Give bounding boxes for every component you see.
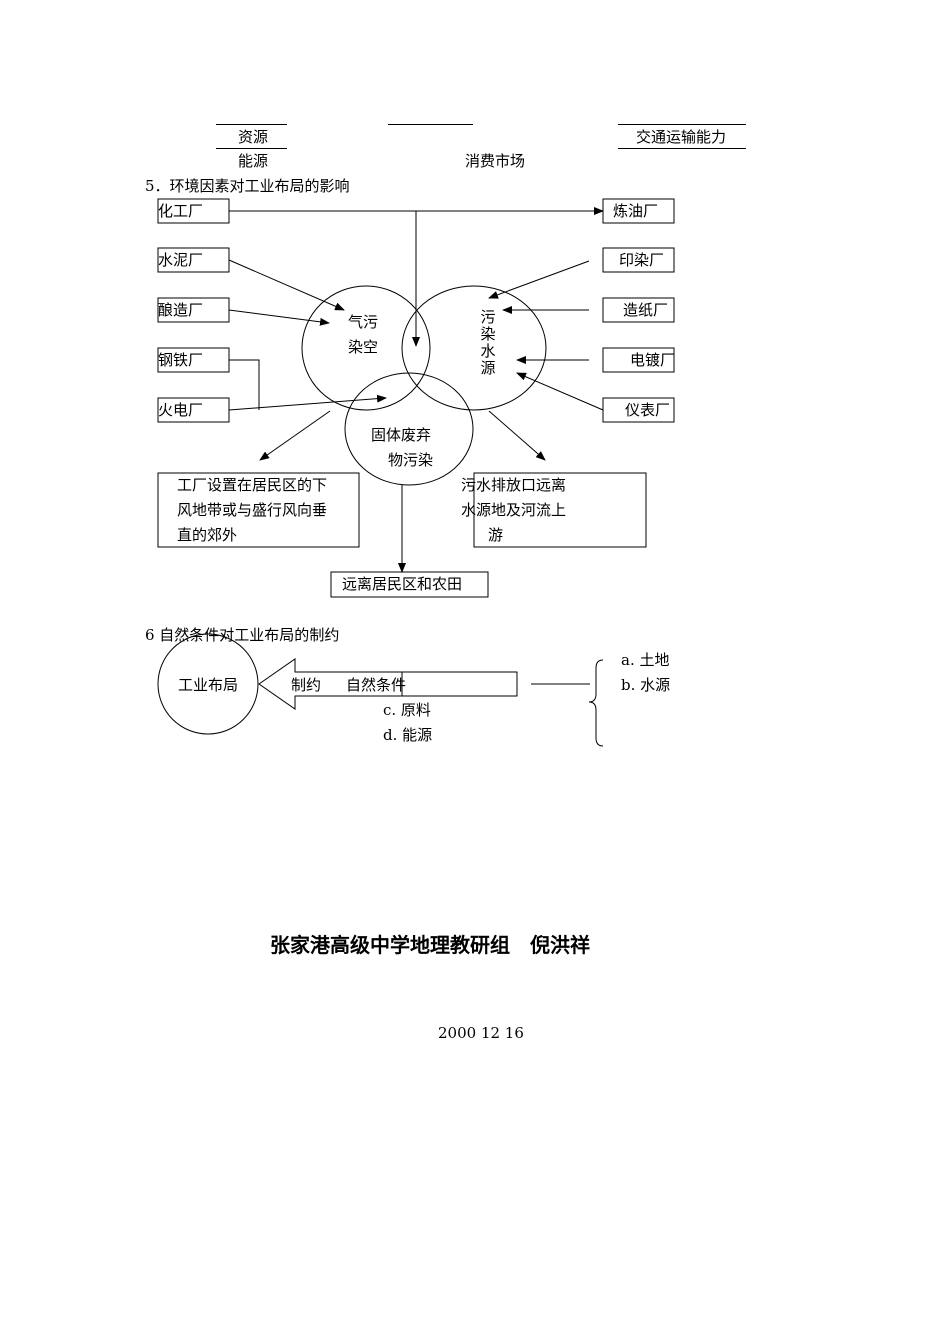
item-raw-material: c. 原料 xyxy=(383,701,431,719)
air-pollution-text: 气污染空 xyxy=(348,313,379,356)
right-measure-line3: 游 xyxy=(488,526,504,544)
steel-plant-label: 钢铁厂 xyxy=(158,351,204,369)
box-dyeing xyxy=(602,247,675,273)
dyeing-plant-label: 印染厂 xyxy=(619,251,665,269)
solid-waste-label-line2: 物污染 xyxy=(388,451,434,469)
blank-line-middle xyxy=(388,124,473,125)
blank-line-transport-bottom xyxy=(618,148,746,149)
solid-waste-label-line1: 固体废弃 xyxy=(371,426,432,444)
power-plant-label: 火电厂 xyxy=(158,401,204,419)
bottom-measure-text: 远离居民区和农田 xyxy=(342,575,463,593)
blank-line-resources xyxy=(216,124,287,125)
date-line: 2000 12 16 xyxy=(438,1024,524,1042)
paper-mill-label: 造纸厂 xyxy=(623,301,669,319)
restrict-label: 制约 xyxy=(291,676,322,694)
chemical-plant-label: 化工厂 xyxy=(158,202,204,220)
plating-plant-label: 电镀厂 xyxy=(630,351,676,369)
transport-label: 交通运输能力 xyxy=(636,128,727,146)
left-measure-line2: 风地带或与盛行风向垂 xyxy=(177,501,328,519)
refinery-label: 炼油厂 xyxy=(613,202,659,220)
blank-line-resources-bottom xyxy=(216,148,287,149)
restrict-arrow xyxy=(258,658,518,710)
left-measure-line3: 直的郊外 xyxy=(177,526,238,544)
industrial-layout-label: 工业布局 xyxy=(178,676,239,694)
item-energy: d. 能源 xyxy=(383,726,433,744)
box-plating xyxy=(602,347,675,373)
curly-brace xyxy=(588,659,604,747)
left-measure-box xyxy=(157,472,360,548)
natural-conditions-label: 自然条件 xyxy=(346,676,407,694)
right-measure-line2: 水源地及河流上 xyxy=(461,501,567,519)
bottom-measure-box xyxy=(330,571,489,598)
item-water: b. 水源 xyxy=(621,676,671,694)
left-measure-line1: 工厂设置在居民区的下 xyxy=(177,476,328,494)
right-measure-box xyxy=(473,472,647,548)
consumer-market-label: 消费市场 xyxy=(465,152,526,170)
section5-heading: 5．环境因素对工业布局的影响 xyxy=(145,177,350,195)
section6-heading: 6 自然条件对工业布局的制约 xyxy=(145,626,340,644)
solid-waste-circle xyxy=(344,372,474,486)
instrument-plant-label: 仪表厂 xyxy=(625,401,671,419)
brewery-label: 酿造厂 xyxy=(158,301,204,319)
industrial-layout-circle xyxy=(157,633,259,735)
water-pollution-circle xyxy=(401,285,547,411)
right-measure-line1: 污水排放口远离 xyxy=(461,476,567,494)
water-pollution-label: 污染水源 xyxy=(480,308,496,377)
air-pollution-label: 气污染空 xyxy=(348,310,388,360)
air-pollution-circle xyxy=(301,285,431,411)
box-paper xyxy=(602,297,675,323)
author-line: 张家港高级中学地理教研组 倪洪祥 xyxy=(270,933,590,957)
resources-label: 资源 xyxy=(238,128,269,146)
cement-plant-label: 水泥厂 xyxy=(158,251,204,269)
energy-label: 能源 xyxy=(238,152,269,170)
blank-line-transport xyxy=(618,124,746,125)
item-land: a. 土地 xyxy=(621,651,670,669)
